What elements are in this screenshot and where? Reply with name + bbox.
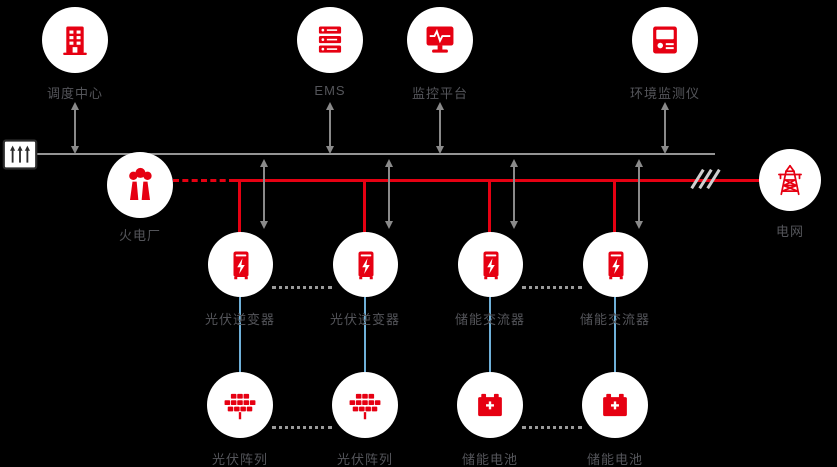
comm-bus-line [36, 153, 715, 155]
dc-link-line [614, 297, 616, 372]
line-break-icon [690, 168, 721, 190]
node-power-grid [759, 149, 821, 211]
monitor-icon [426, 26, 454, 53]
node-label: 环境监测仪 [629, 86, 701, 101]
comm-link-arrow [385, 159, 393, 229]
dotted-extension [272, 286, 332, 289]
node-label: 调度中心 [46, 86, 104, 101]
node-thermal-plant [107, 152, 173, 218]
node-label: 光伏逆变器 [204, 312, 276, 327]
power-bus-line [233, 179, 759, 182]
inverter-icon [233, 251, 248, 279]
dotted-extension [522, 286, 582, 289]
battery-icon [478, 393, 502, 417]
dotted-extension [522, 426, 582, 429]
dc-link-line [239, 297, 241, 372]
node-storage-converter-1 [458, 232, 523, 297]
node-label: 光伏阵列 [211, 452, 269, 467]
solar-panel-icon [224, 393, 256, 420]
battery-icon [603, 393, 627, 417]
inverter-icon [358, 251, 373, 279]
power-drop-line [613, 180, 616, 233]
comm-link-arrow [635, 159, 643, 229]
node-label: 储能交流器 [579, 312, 651, 327]
node-dispatch-center [42, 7, 108, 73]
node-label: EMS [314, 83, 346, 98]
node-pv-array-1 [207, 372, 273, 438]
node-ems [297, 7, 363, 73]
node-label: 监控平台 [411, 86, 469, 101]
power-drop-line [488, 180, 491, 233]
node-label: 光伏逆变器 [329, 312, 401, 327]
node-label: 光伏阵列 [336, 452, 394, 467]
power-plant-icon [129, 167, 152, 200]
power-bus-dashed-segment [173, 179, 235, 182]
inverter-icon [483, 251, 498, 279]
node-pv-inverter-2 [333, 232, 398, 297]
meter-icon [2, 139, 38, 170]
comm-link-arrow [436, 102, 444, 154]
node-battery-2 [582, 372, 648, 438]
inverter-icon [608, 251, 623, 279]
power-drop-line [238, 180, 241, 233]
comm-link-arrow [510, 159, 518, 229]
env-monitor-icon [653, 26, 677, 54]
comm-link-arrow [260, 159, 268, 229]
dc-link-line [489, 297, 491, 372]
node-monitor-platform [407, 7, 473, 73]
solar-panel-icon [349, 393, 381, 420]
comm-link-arrow [661, 102, 669, 154]
node-pv-array-2 [332, 372, 398, 438]
node-pv-inverter-1 [208, 232, 273, 297]
node-label: 电网 [775, 224, 805, 239]
dotted-extension [272, 426, 332, 429]
building-icon [63, 26, 87, 56]
node-label: 储能电池 [586, 452, 644, 467]
node-battery-1 [457, 372, 523, 438]
node-label: 火电厂 [118, 228, 162, 243]
node-storage-converter-2 [583, 232, 648, 297]
comm-link-arrow [326, 102, 334, 154]
dc-link-line [364, 297, 366, 372]
node-label: 储能交流器 [454, 312, 526, 327]
grid-tower-icon [778, 164, 802, 196]
node-label: 储能电池 [461, 452, 519, 467]
comm-link-arrow [71, 102, 79, 154]
power-drop-line [363, 180, 366, 233]
node-env-monitor [632, 7, 698, 73]
server-icon [318, 26, 342, 53]
